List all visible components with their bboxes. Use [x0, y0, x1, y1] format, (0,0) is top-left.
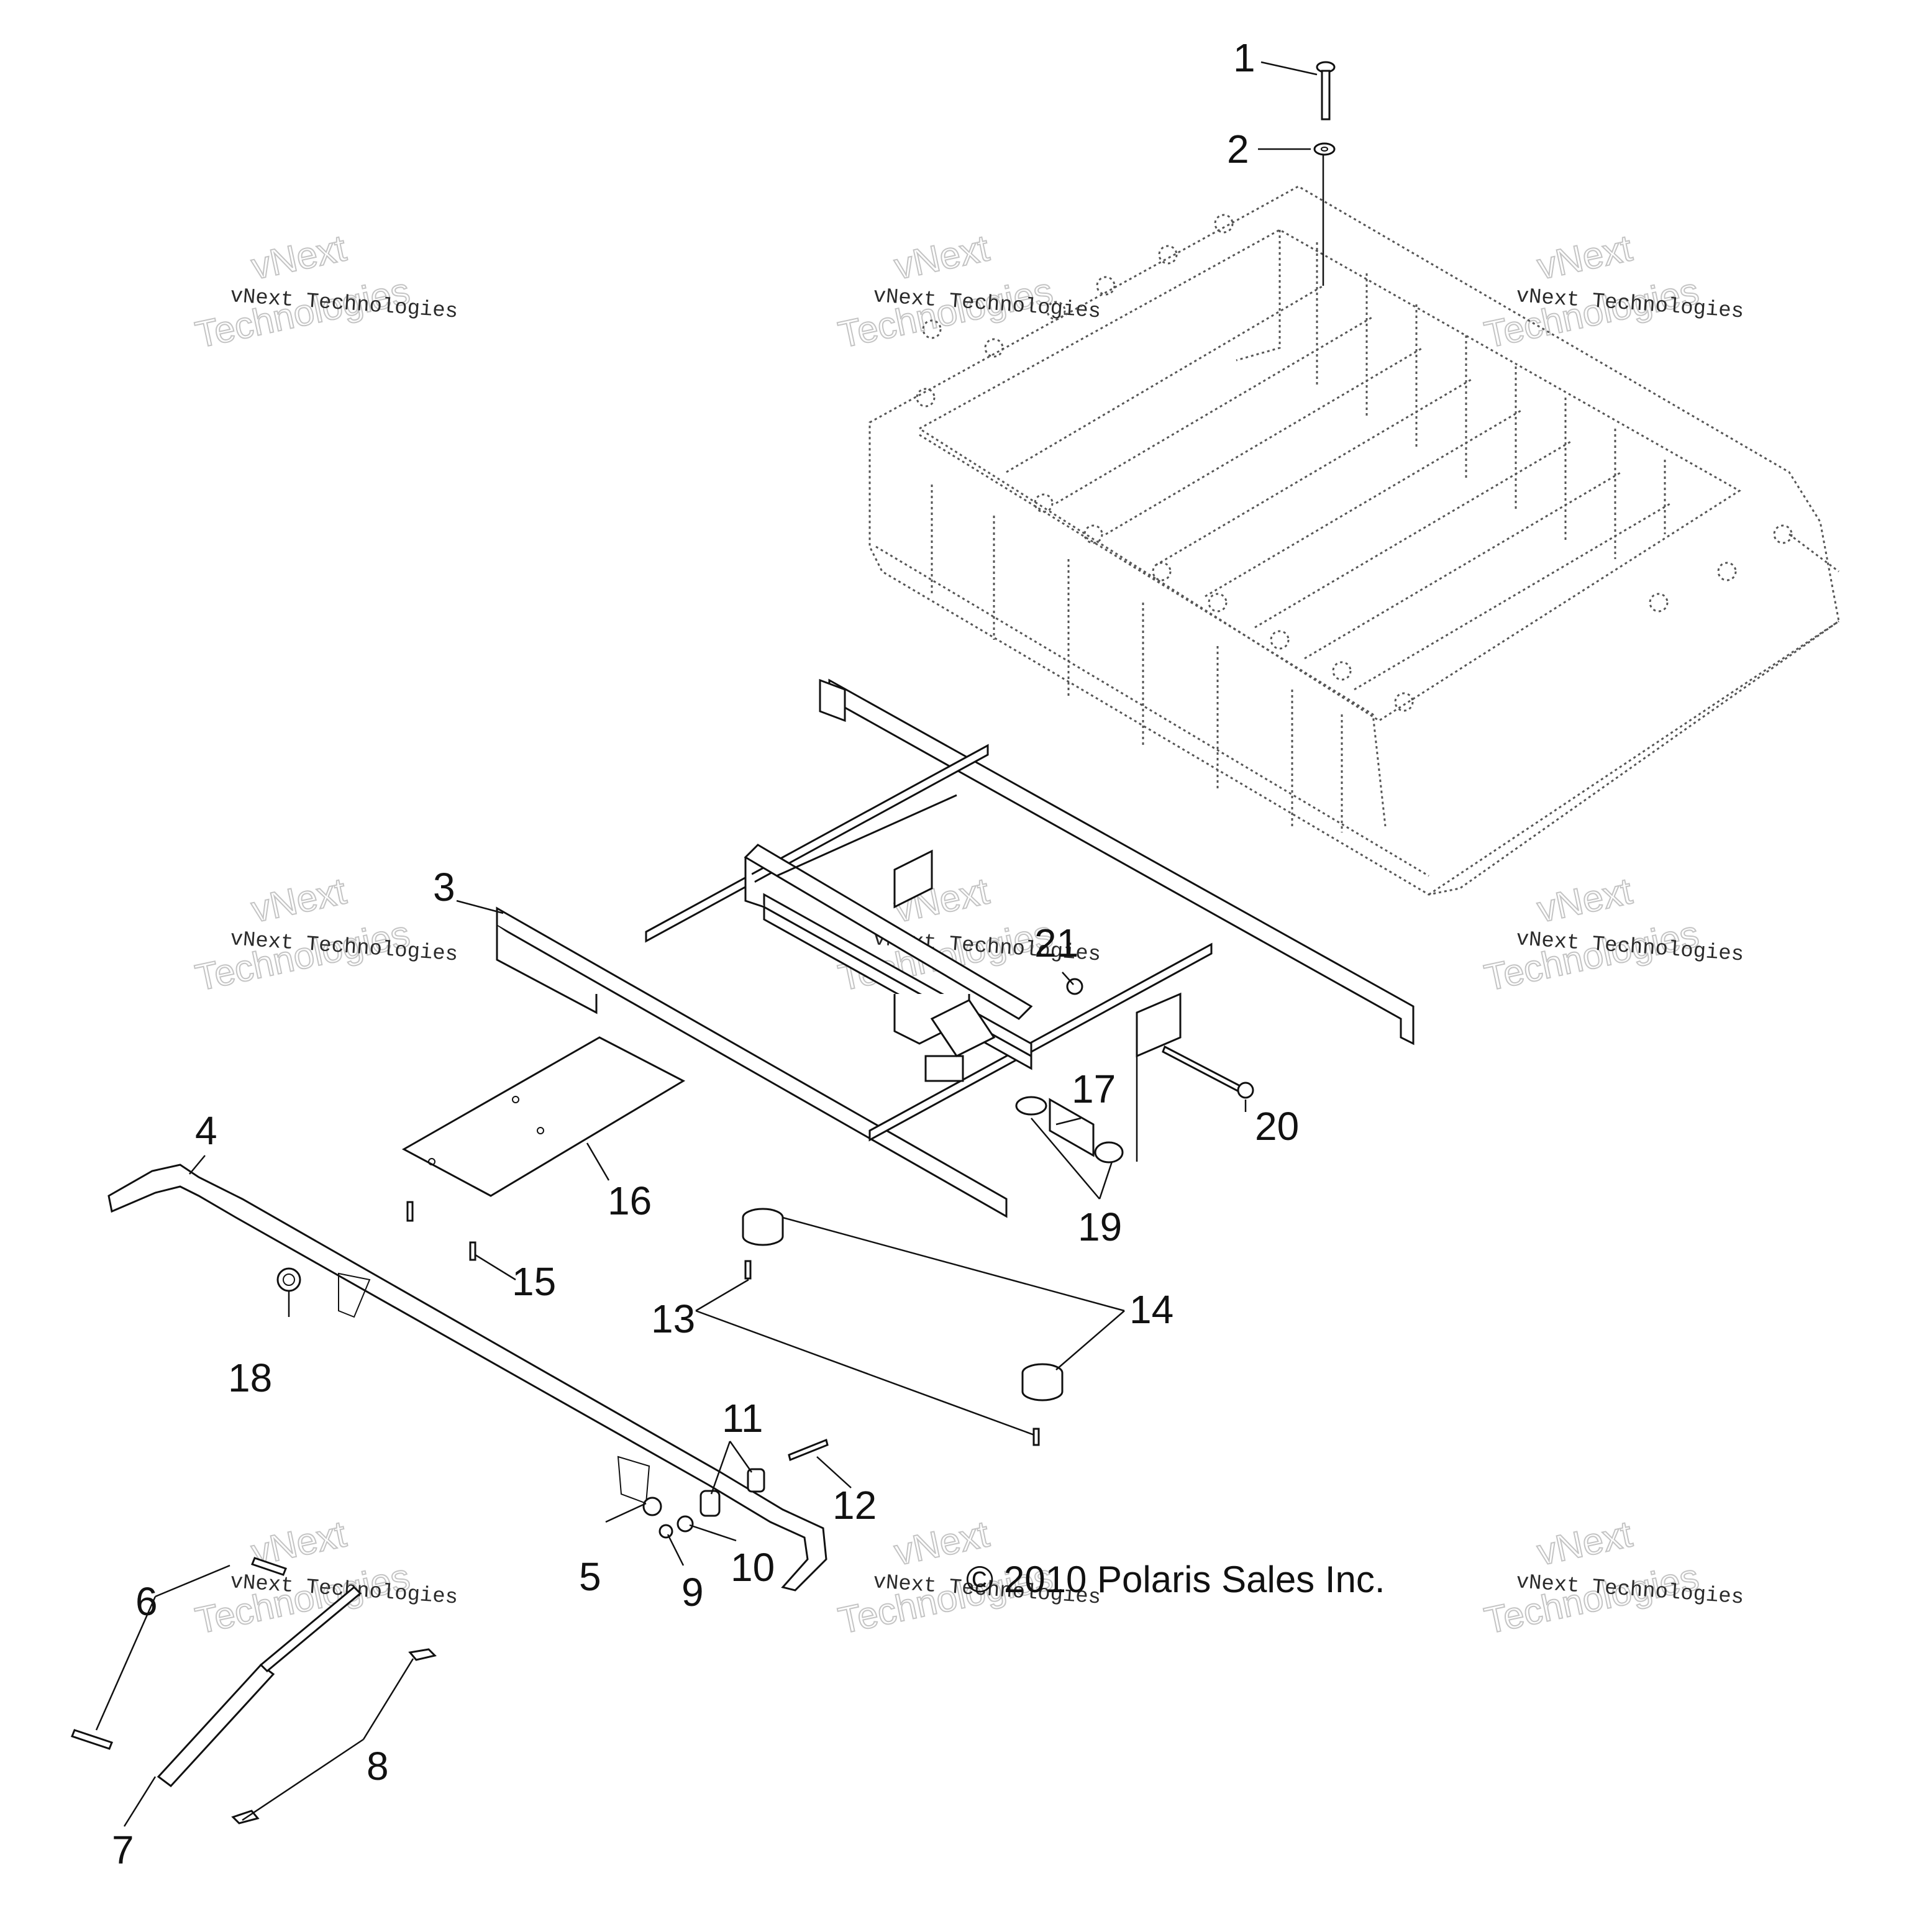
- callout-14: 14: [1129, 1287, 1173, 1332]
- callout-16: 16: [608, 1178, 652, 1223]
- callout-17: 17: [1072, 1067, 1116, 1111]
- callout-18: 18: [228, 1355, 272, 1400]
- callout-1: 1: [1233, 35, 1255, 80]
- part-13-bolts: [744, 1260, 1040, 1446]
- cargo-box: [868, 185, 1840, 896]
- callout-13: 13: [651, 1296, 695, 1341]
- cargo-box-wall-ribs: [931, 242, 1666, 832]
- watermark-top-right: vNext Technologies vNext Technologies: [1480, 226, 1744, 356]
- copyright-text: © 2010 Polaris Sales Inc.: [966, 1559, 1385, 1600]
- leader-lines: [95, 61, 1324, 1827]
- watermark-bottom-right: vNext Technologies vNext Technologies: [1480, 1512, 1744, 1642]
- callout-11: 11: [722, 1396, 763, 1441]
- callout-7: 7: [112, 1828, 134, 1872]
- callout-12: 12: [832, 1483, 877, 1528]
- part-15-bolts: [406, 1201, 476, 1261]
- part-5-nut: [642, 1497, 662, 1516]
- callout-19: 19: [1078, 1205, 1122, 1249]
- svg-text:vNext: vNext: [1534, 1513, 1636, 1573]
- part-10-washer: [677, 1515, 694, 1533]
- part-7-gas-strut: [157, 1585, 362, 1788]
- part-3-frame: [496, 678, 1415, 1218]
- part-4-rail: [107, 1164, 827, 1592]
- callout-20: 20: [1255, 1104, 1299, 1149]
- part-12-bolt: [788, 1438, 829, 1462]
- svg-text:vNext: vNext: [248, 870, 350, 930]
- svg-text:vNext: vNext: [248, 227, 350, 287]
- part-2-washer: [1313, 142, 1336, 156]
- part-18-spring: [276, 1267, 301, 1292]
- part-20-bolt: [1162, 1045, 1254, 1099]
- part-16-panel: [401, 1036, 686, 1197]
- callout-9: 9: [681, 1570, 704, 1615]
- callout-8: 8: [367, 1744, 389, 1788]
- callout-10: 10: [731, 1545, 775, 1590]
- callout-15: 15: [512, 1259, 556, 1304]
- callout-21: 21: [1034, 921, 1078, 965]
- watermark-top-center: vNext Technologies vNext Technologies: [834, 226, 1101, 356]
- svg-text:vNext: vNext: [1534, 227, 1636, 287]
- callout-2: 2: [1227, 127, 1249, 171]
- watermark-top-left: vNext Technologies vNext Technologies: [191, 226, 458, 356]
- part-11-clamps: [699, 1468, 765, 1517]
- svg-text:vNext: vNext: [891, 227, 993, 287]
- callout-5: 5: [579, 1554, 601, 1599]
- part-14-bumpers: [742, 1208, 1064, 1401]
- callout-4: 4: [195, 1108, 217, 1153]
- part-9-nut: [658, 1524, 673, 1539]
- part-6-pins: [71, 1557, 287, 1750]
- svg-text:vNext: vNext: [1534, 870, 1636, 930]
- callout-6: 6: [135, 1579, 158, 1624]
- part-1-bolt: [1316, 61, 1336, 121]
- watermark-mid-left: vNext Technologies vNext Technologies: [191, 869, 458, 999]
- cargo-box-tie-down-points: [916, 214, 1793, 712]
- part-17-bushing: [1015, 1096, 1124, 1164]
- callout-3: 3: [433, 865, 455, 909]
- watermark-mid-right: vNext Technologies vNext Technologies: [1480, 869, 1744, 999]
